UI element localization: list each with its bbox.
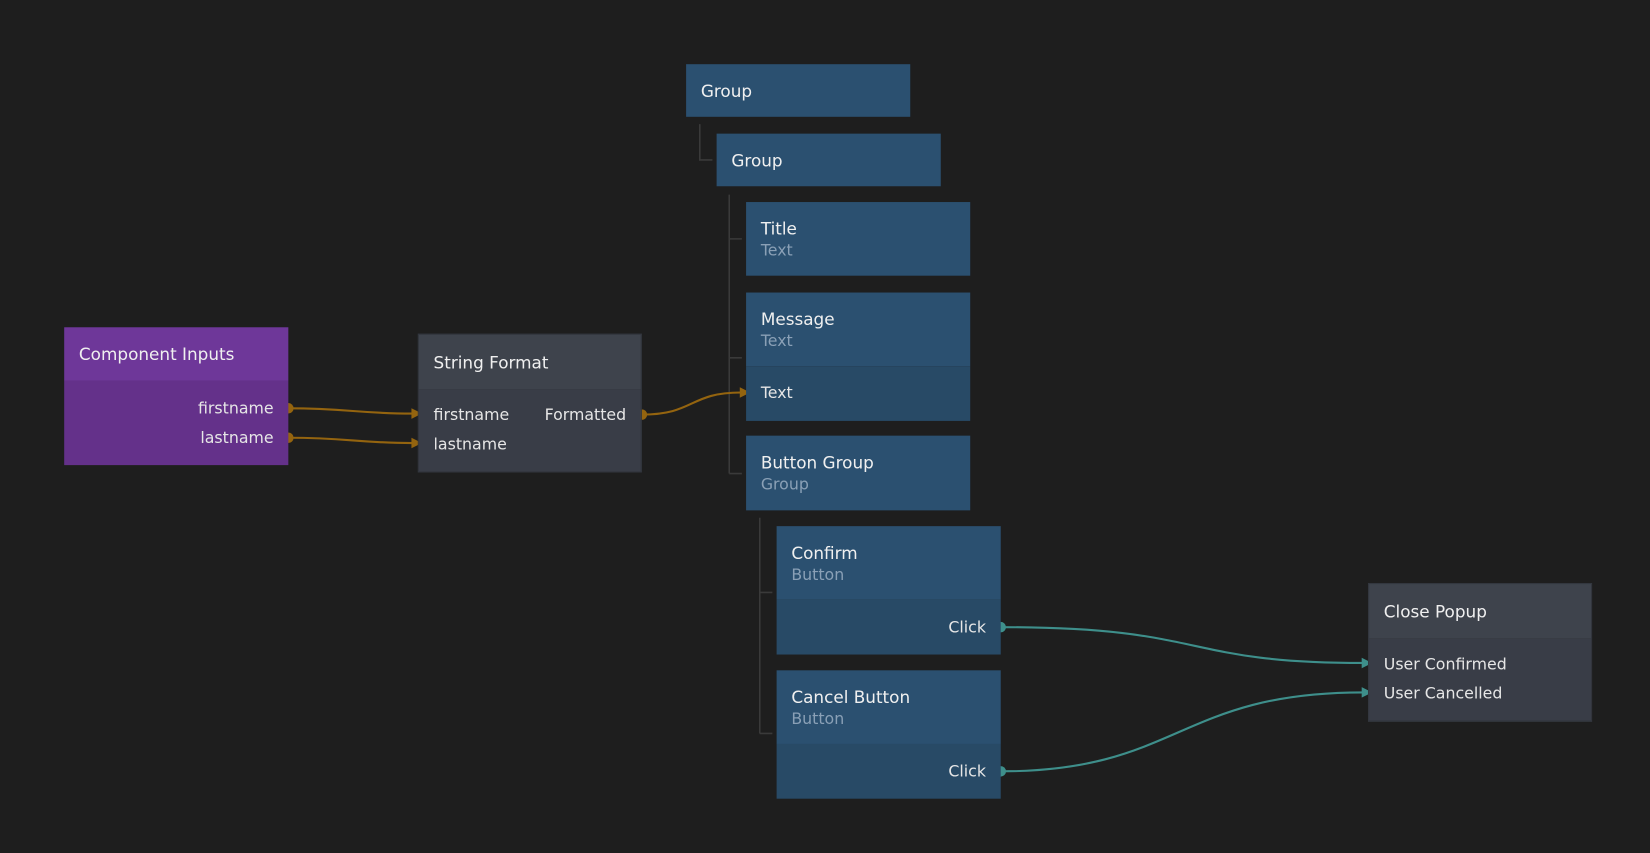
output-port-firstname[interactable]: firstname bbox=[197, 398, 274, 418]
node-title: Group bbox=[700, 80, 753, 101]
node-title: Cancel Button bbox=[791, 686, 911, 707]
arrow-icon bbox=[411, 437, 422, 449]
hierarchy-line bbox=[758, 517, 773, 735]
hierarchy-line bbox=[698, 124, 713, 161]
wire-cancel-click[interactable] bbox=[1000, 691, 1363, 773]
node-string-format[interactable]: String Format firstname lastname Formatt… bbox=[417, 333, 642, 473]
wire-confirm-click[interactable] bbox=[1000, 626, 1363, 665]
hierarchy-line bbox=[728, 194, 742, 475]
node-title: Confirm bbox=[791, 542, 858, 563]
node-close-popup[interactable]: Close Popup User Confirmed User Cancelle… bbox=[1367, 582, 1593, 722]
arrow-icon bbox=[411, 408, 422, 419]
node-type: Button bbox=[791, 564, 845, 584]
node-title: Message bbox=[760, 308, 835, 329]
node-type: Text bbox=[760, 240, 793, 260]
output-port-lastname[interactable]: lastname bbox=[200, 428, 274, 448]
output-port-formatted[interactable]: Formatted bbox=[544, 405, 627, 425]
input-port-lastname[interactable]: lastname bbox=[433, 434, 507, 454]
hierarchy-lines bbox=[698, 124, 773, 735]
arrow-icon bbox=[739, 387, 751, 398]
wire-formatted-text[interactable] bbox=[641, 391, 741, 416]
output-port-click[interactable]: Click bbox=[948, 617, 987, 637]
node-component-inputs[interactable]: Component Inputs firstname lastname bbox=[64, 327, 289, 466]
node-group-outer[interactable]: Group bbox=[686, 64, 911, 117]
wire-lastname[interactable] bbox=[288, 436, 413, 445]
input-port-user-cancelled[interactable]: User Cancelled bbox=[1383, 683, 1503, 703]
arrow-icon bbox=[1361, 657, 1373, 669]
output-port-click[interactable]: Click bbox=[948, 761, 987, 781]
node-title: Title bbox=[760, 218, 797, 239]
node-type: Button bbox=[791, 708, 845, 728]
node-title: Close Popup bbox=[1383, 601, 1487, 622]
input-port-firstname[interactable]: firstname bbox=[433, 405, 510, 425]
input-port-text[interactable]: Text bbox=[760, 383, 793, 402]
node-title: Group bbox=[731, 149, 783, 170]
node-title: Component Inputs bbox=[78, 344, 235, 365]
wire-firstname[interactable] bbox=[288, 407, 413, 415]
node-title: Button Group bbox=[760, 452, 874, 473]
node-group-inner[interactable]: Group bbox=[716, 133, 941, 187]
node-type: Text bbox=[760, 330, 793, 350]
input-port-user-confirmed[interactable]: User Confirmed bbox=[1383, 654, 1507, 674]
node-title: String Format bbox=[433, 351, 549, 372]
node-type: Group bbox=[760, 474, 809, 494]
arrow-icon bbox=[1361, 687, 1373, 698]
